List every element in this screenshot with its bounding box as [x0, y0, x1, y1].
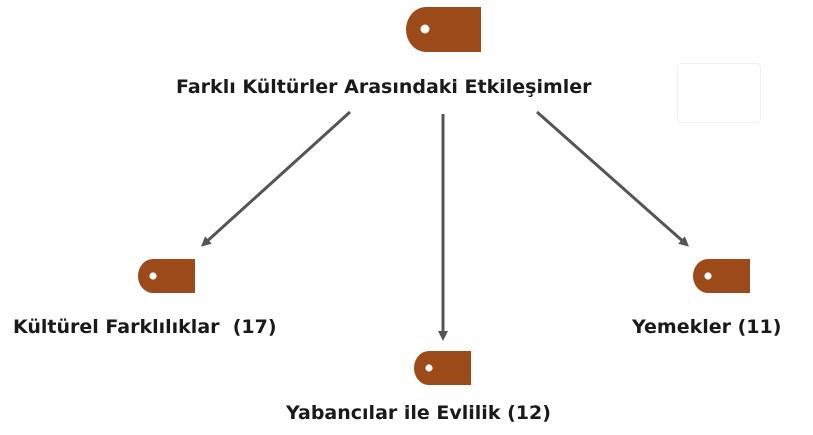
- tag-icon: [414, 351, 471, 385]
- tag-icon: [693, 259, 750, 293]
- arrow-to-kulturel-farkliliklar: [201, 110, 352, 247]
- child-node-label-kulturel-farkliliklar: Kültürel Farklılıklar (17): [13, 316, 277, 338]
- arrow-to-yemekler: [536, 110, 689, 247]
- tag-icon: [406, 7, 481, 52]
- child-node-label-yabancilar-ile-evlilik: Yabancılar ile Evlilik (12): [286, 402, 551, 424]
- child-node-label-yemekler: Yemekler (11): [632, 316, 782, 338]
- tag-icon: [138, 259, 195, 293]
- root-node-label: Farklı Kültürler Arasındaki Etkileşimler: [176, 76, 592, 98]
- empty-frame: [677, 63, 761, 123]
